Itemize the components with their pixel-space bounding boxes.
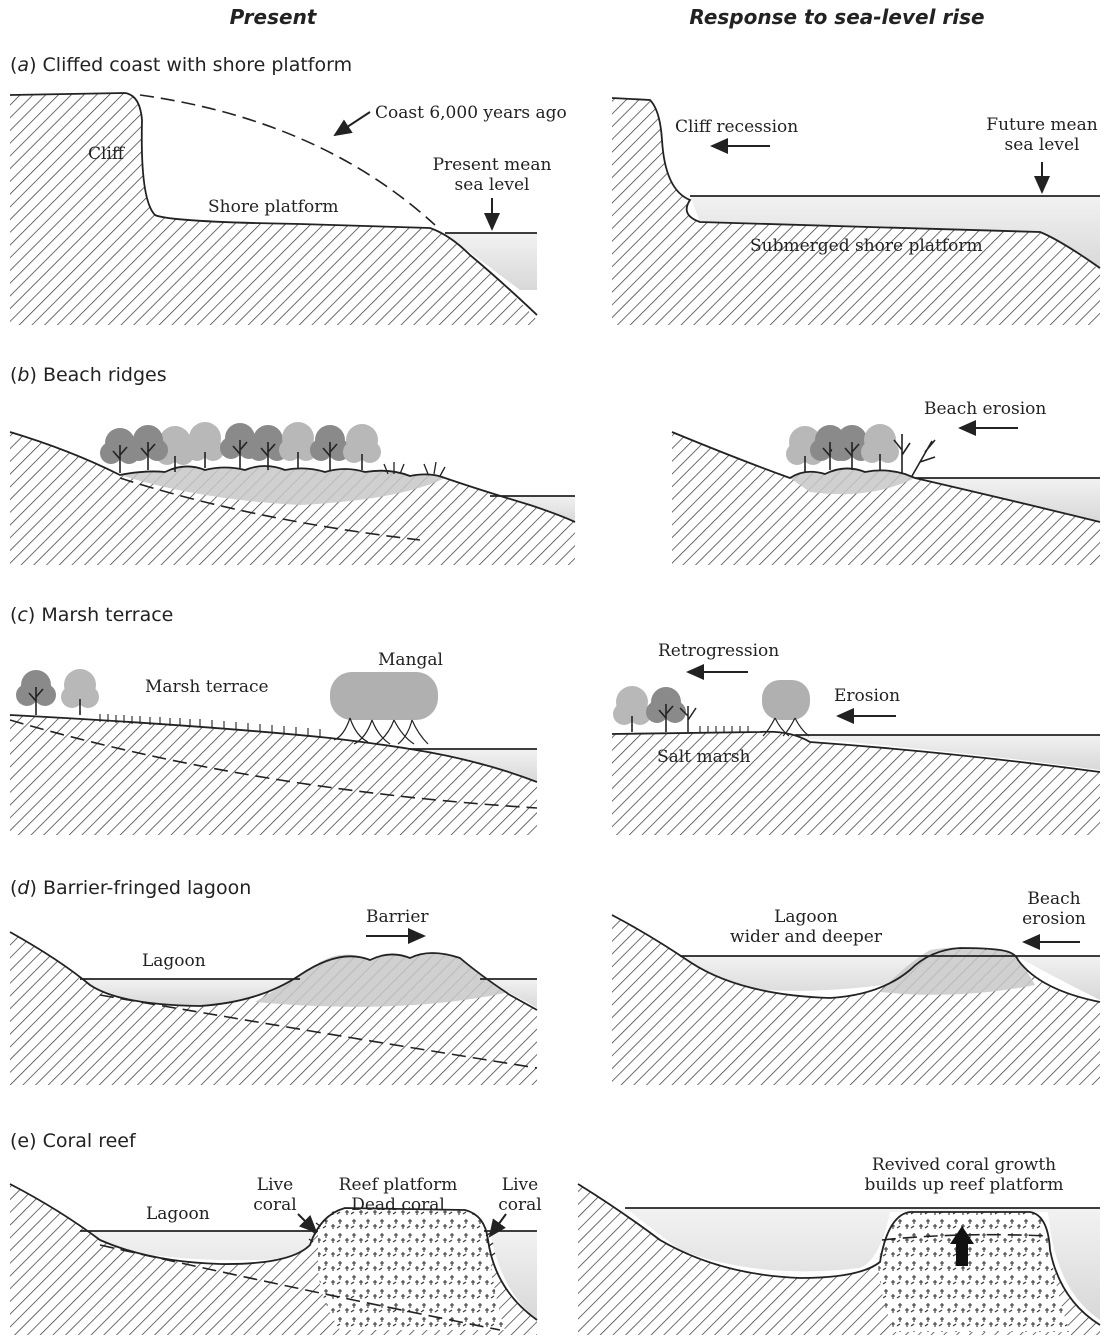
- label-cliff-recession: Cliff recession: [675, 117, 798, 137]
- label-lagoon-wider-1: Lagoon: [774, 907, 838, 927]
- label-cliff: Cliff: [88, 144, 126, 164]
- label-live-coral-right-2: coral: [498, 1195, 541, 1215]
- label-shore-platform: Shore platform: [208, 197, 338, 217]
- header-present: Present: [230, 5, 318, 29]
- label-mangal: Mangal: [378, 650, 443, 670]
- label-beach-erosion-b: Beach erosion: [924, 399, 1046, 419]
- panel-e-title: (e) Coral reef: [10, 1130, 137, 1152]
- panel-d-response: Lagoon wider and deeper Beach erosion: [611, 889, 1101, 1085]
- label-present-msl-1: Present mean: [433, 155, 552, 175]
- label-retrogression: Retrogression: [658, 641, 779, 661]
- label-lagoon-d: Lagoon: [142, 951, 206, 971]
- label-beach-erosion-d-2: erosion: [1022, 909, 1086, 929]
- panel-d-title: (d) Barrier-fringed lagoon: [10, 877, 251, 899]
- panel-a-present: Cliff Shore platform Coast 6,000 years a…: [9, 92, 567, 325]
- panel-d-present: Lagoon Barrier: [9, 907, 538, 1085]
- label-future-msl-2: sea level: [1005, 135, 1080, 155]
- label-revived-2: builds up reef platform: [865, 1175, 1064, 1195]
- panel-b-present: [9, 421, 576, 565]
- panel-a-response: Cliff recession Future mean sea level Su…: [611, 97, 1101, 325]
- panel-b-response: Beach erosion: [671, 399, 1101, 565]
- label-marsh-terrace: Marsh terrace: [145, 677, 269, 697]
- label-erosion: Erosion: [834, 686, 900, 706]
- label-beach-erosion-d-1: Beach: [1027, 889, 1080, 909]
- label-present-msl-2: sea level: [455, 175, 530, 195]
- label-future-msl-1: Future mean: [986, 115, 1097, 135]
- label-revived-1: Revived coral growth: [872, 1155, 1056, 1175]
- header-response: Response to sea-level rise: [689, 5, 984, 29]
- panel-a-title: (a) Cliffed coast with shore platform: [10, 54, 352, 76]
- label-dead-coral: Dead coral: [351, 1195, 445, 1215]
- label-barrier: Barrier: [366, 907, 429, 927]
- label-salt-marsh: Salt marsh: [657, 747, 751, 767]
- label-live-coral-left-1: Live: [257, 1175, 293, 1195]
- label-lagoon-wider-2: wider and deeper: [730, 927, 883, 947]
- label-coast-6000: Coast 6,000 years ago: [375, 103, 567, 123]
- panel-e-present: Lagoon Live coral Reef platform Dead cor…: [9, 1175, 542, 1335]
- panel-c-title: (c) Marsh terrace: [10, 604, 173, 626]
- panel-e-response: Revived coral growth builds up reef plat…: [577, 1155, 1101, 1335]
- panel-b-title: (b) Beach ridges: [10, 364, 167, 386]
- panel-c-response: Retrogression Erosion Salt marsh: [611, 641, 1101, 835]
- label-live-coral-left-2: coral: [253, 1195, 296, 1215]
- label-submerged-platform: Submerged shore platform: [750, 236, 983, 256]
- label-live-coral-right-1: Live: [502, 1175, 538, 1195]
- panel-c-present: Marsh terrace Mangal: [9, 650, 538, 835]
- label-reef-platform: Reef platform: [339, 1175, 458, 1195]
- label-lagoon-e: Lagoon: [146, 1204, 210, 1224]
